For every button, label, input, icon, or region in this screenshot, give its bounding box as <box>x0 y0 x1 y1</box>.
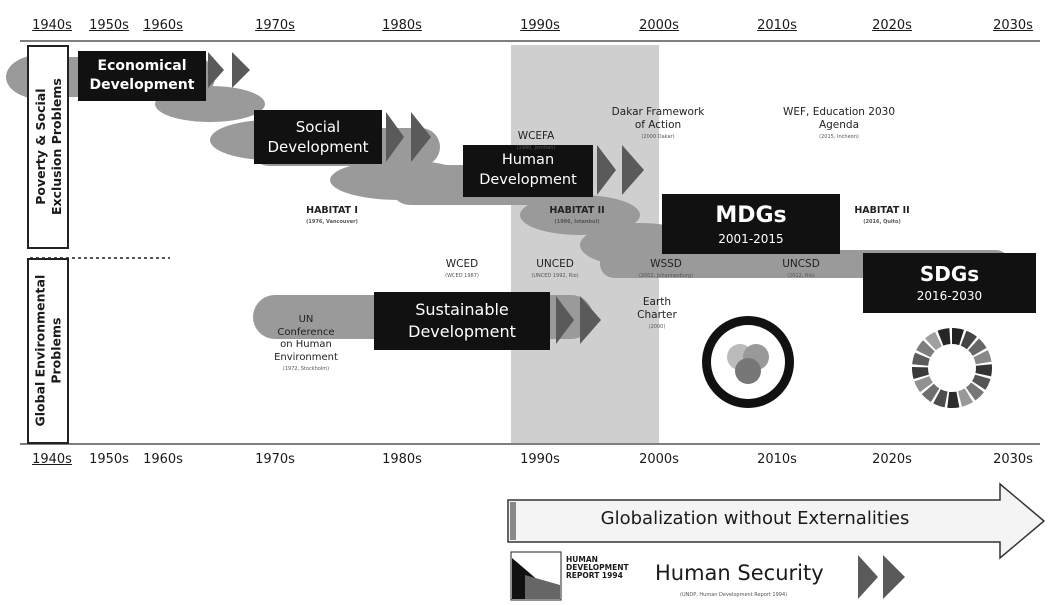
sdg-wheel-segment <box>925 331 942 351</box>
bottom-decade-1950s: 1950s <box>89 452 129 467</box>
bottom-decade-2030s: 2030s <box>993 452 1033 467</box>
hdr-logo-text: HUMAN DEVELOPMENT REPORT 1994 <box>566 555 629 580</box>
sdg-wheel-segment <box>912 352 930 366</box>
human-security-sub: (UNDP, Human Development Report 1994) <box>680 592 788 598</box>
sdg-wheel-segment <box>937 328 951 346</box>
sdg-wheel-segment <box>968 338 987 356</box>
dakar-sub: (2000 Dakar) <box>641 134 675 141</box>
sdg-wheel-segment <box>916 340 935 358</box>
bottom-decade-1990s: 1990s <box>520 452 560 467</box>
wef-sub: (2015, Incheon) <box>819 134 859 141</box>
sdg-wheel-segment <box>921 383 940 403</box>
sdg-wheel-segment <box>975 364 992 377</box>
top-decade-1950s: 1950s <box>89 18 129 33</box>
top-decade-2010s: 2010s <box>757 18 797 33</box>
arrows-human-security <box>858 555 905 599</box>
arrows-sustainable <box>556 296 601 344</box>
human-development-box: Human Development <box>463 145 593 197</box>
poverty-side-label: Poverty & Social Exclusion Problems <box>27 45 69 249</box>
arrows-human <box>597 145 644 195</box>
mdg-diagram <box>702 316 794 408</box>
human-development-label: Human Development <box>479 152 577 188</box>
environment-side-label: Global Environmental Problems <box>27 258 69 444</box>
habitat3-sub: (2016, Quito) <box>863 218 901 225</box>
wssd-sub: (2002, Johannesburg) <box>638 273 694 280</box>
social-development-label: Social Development <box>267 117 369 156</box>
top-decade-2020s: 2020s <box>872 18 912 33</box>
earth-charter-sub: (2000) <box>648 324 666 331</box>
arrows-social <box>386 112 431 162</box>
wssd-label: WSSD(2002, Johannesburg) <box>638 258 694 280</box>
hdr-logo-graphic <box>510 551 562 601</box>
wef-label: WEF, Education 2030 Agenda(2015, Incheon… <box>782 106 896 141</box>
bottom-decade-1980s: 1980s <box>382 452 422 467</box>
social-development-box: Social Development <box>254 110 382 164</box>
uncsd-label: UNCSD(2012, Rio) <box>782 258 820 280</box>
habitat1-sub: (1976, Vancouver) <box>306 218 358 225</box>
bottom-decade-2020s: 2020s <box>872 452 912 467</box>
sdg-wheel-segment <box>933 389 948 408</box>
globalization-label: Globalization without Externalities <box>600 508 910 529</box>
mdgs-box: MDGs 2001-2015 <box>662 194 840 254</box>
bottom-decade-1940s: 1940s <box>32 452 72 467</box>
bottom-decade-2000s: 2000s <box>639 452 679 467</box>
sustainable-development-box: Sustainable Development <box>374 292 550 350</box>
sdg-wheel-segment <box>914 376 933 393</box>
sdgs-title: SDGs <box>919 262 980 287</box>
mdgs-title: MDGs <box>715 203 787 229</box>
wced-label: WCED(WCED 1987) <box>445 258 479 280</box>
top-decade-2030s: 2030s <box>993 18 1033 33</box>
uncsd-sub: (2012, Rio) <box>787 273 815 280</box>
sdgs-years: 2016-2030 <box>916 289 983 304</box>
sdg-wheel-segment <box>972 374 991 390</box>
habitat3-label: HABITAT II(2016, Quito) <box>854 205 910 225</box>
bottom-decade-2010s: 2010s <box>757 452 797 467</box>
dakar-label: Dakar Framework of Action(2000 Dakar) <box>611 106 705 141</box>
human-security-title: Human Security <box>655 561 824 585</box>
sdg-wheel-segment <box>973 350 992 365</box>
habitat2-sub: (1996, Istanbul) <box>554 218 600 225</box>
globalization-arrow <box>507 482 1046 560</box>
top-decade-2000s: 2000s <box>639 18 679 33</box>
un-conference-label: UN Conference on Human Environment(1972,… <box>274 314 338 372</box>
top-decade-1980s: 1980s <box>382 18 422 33</box>
wced-sub: (WCED 1987) <box>445 273 479 280</box>
sdg-wheel <box>912 328 992 408</box>
sdgs-box: SDGs 2016-2030 <box>863 253 1036 313</box>
unced-sub: (UNCED 1992, Rio) <box>531 273 579 280</box>
economical-development-label: Economical Development <box>89 58 195 93</box>
habitat2-label: HABITAT II(1996, Istanbul) <box>549 205 605 225</box>
unced-label: UNCED(UNCED 1992, Rio) <box>531 258 579 280</box>
bottom-decade-1960s: 1960s <box>143 452 183 467</box>
poverty-side-text: Poverty & Social Exclusion Problems <box>32 78 64 216</box>
bottom-decade-1970s: 1970s <box>255 452 295 467</box>
mdgs-years: 2001-2015 <box>718 231 784 246</box>
sdg-wheel-segment <box>965 382 984 401</box>
wcefa-label: WCEFA(1990, Jomtien) <box>516 130 556 152</box>
sdg-wheel-segment <box>912 366 929 379</box>
top-decade-1970s: 1970s <box>255 18 295 33</box>
top-decade-1990s: 1990s <box>520 18 560 33</box>
sdg-wheel-segment <box>947 391 960 408</box>
economical-development-box: Economical Development <box>78 51 206 101</box>
earth-charter-label: Earth Charter(2000) <box>637 296 677 331</box>
sdg-wheel-segment <box>957 388 974 407</box>
sdg-wheel-segment <box>960 330 977 350</box>
arrows-economical <box>208 52 250 88</box>
sustainable-development-label: Sustainable Development <box>408 300 516 341</box>
wcefa-sub: (1990, Jomtien) <box>516 145 556 152</box>
un-conference-sub: (1972, Stockholm) <box>282 366 330 372</box>
environment-side-text: Global Environmental Problems <box>32 275 63 427</box>
top-decade-1960s: 1960s <box>143 18 183 33</box>
sdg-wheel-segment <box>952 328 964 346</box>
habitat1-label: HABITAT I(1976, Vancouver) <box>306 205 358 225</box>
top-decade-1940s: 1940s <box>32 18 72 33</box>
